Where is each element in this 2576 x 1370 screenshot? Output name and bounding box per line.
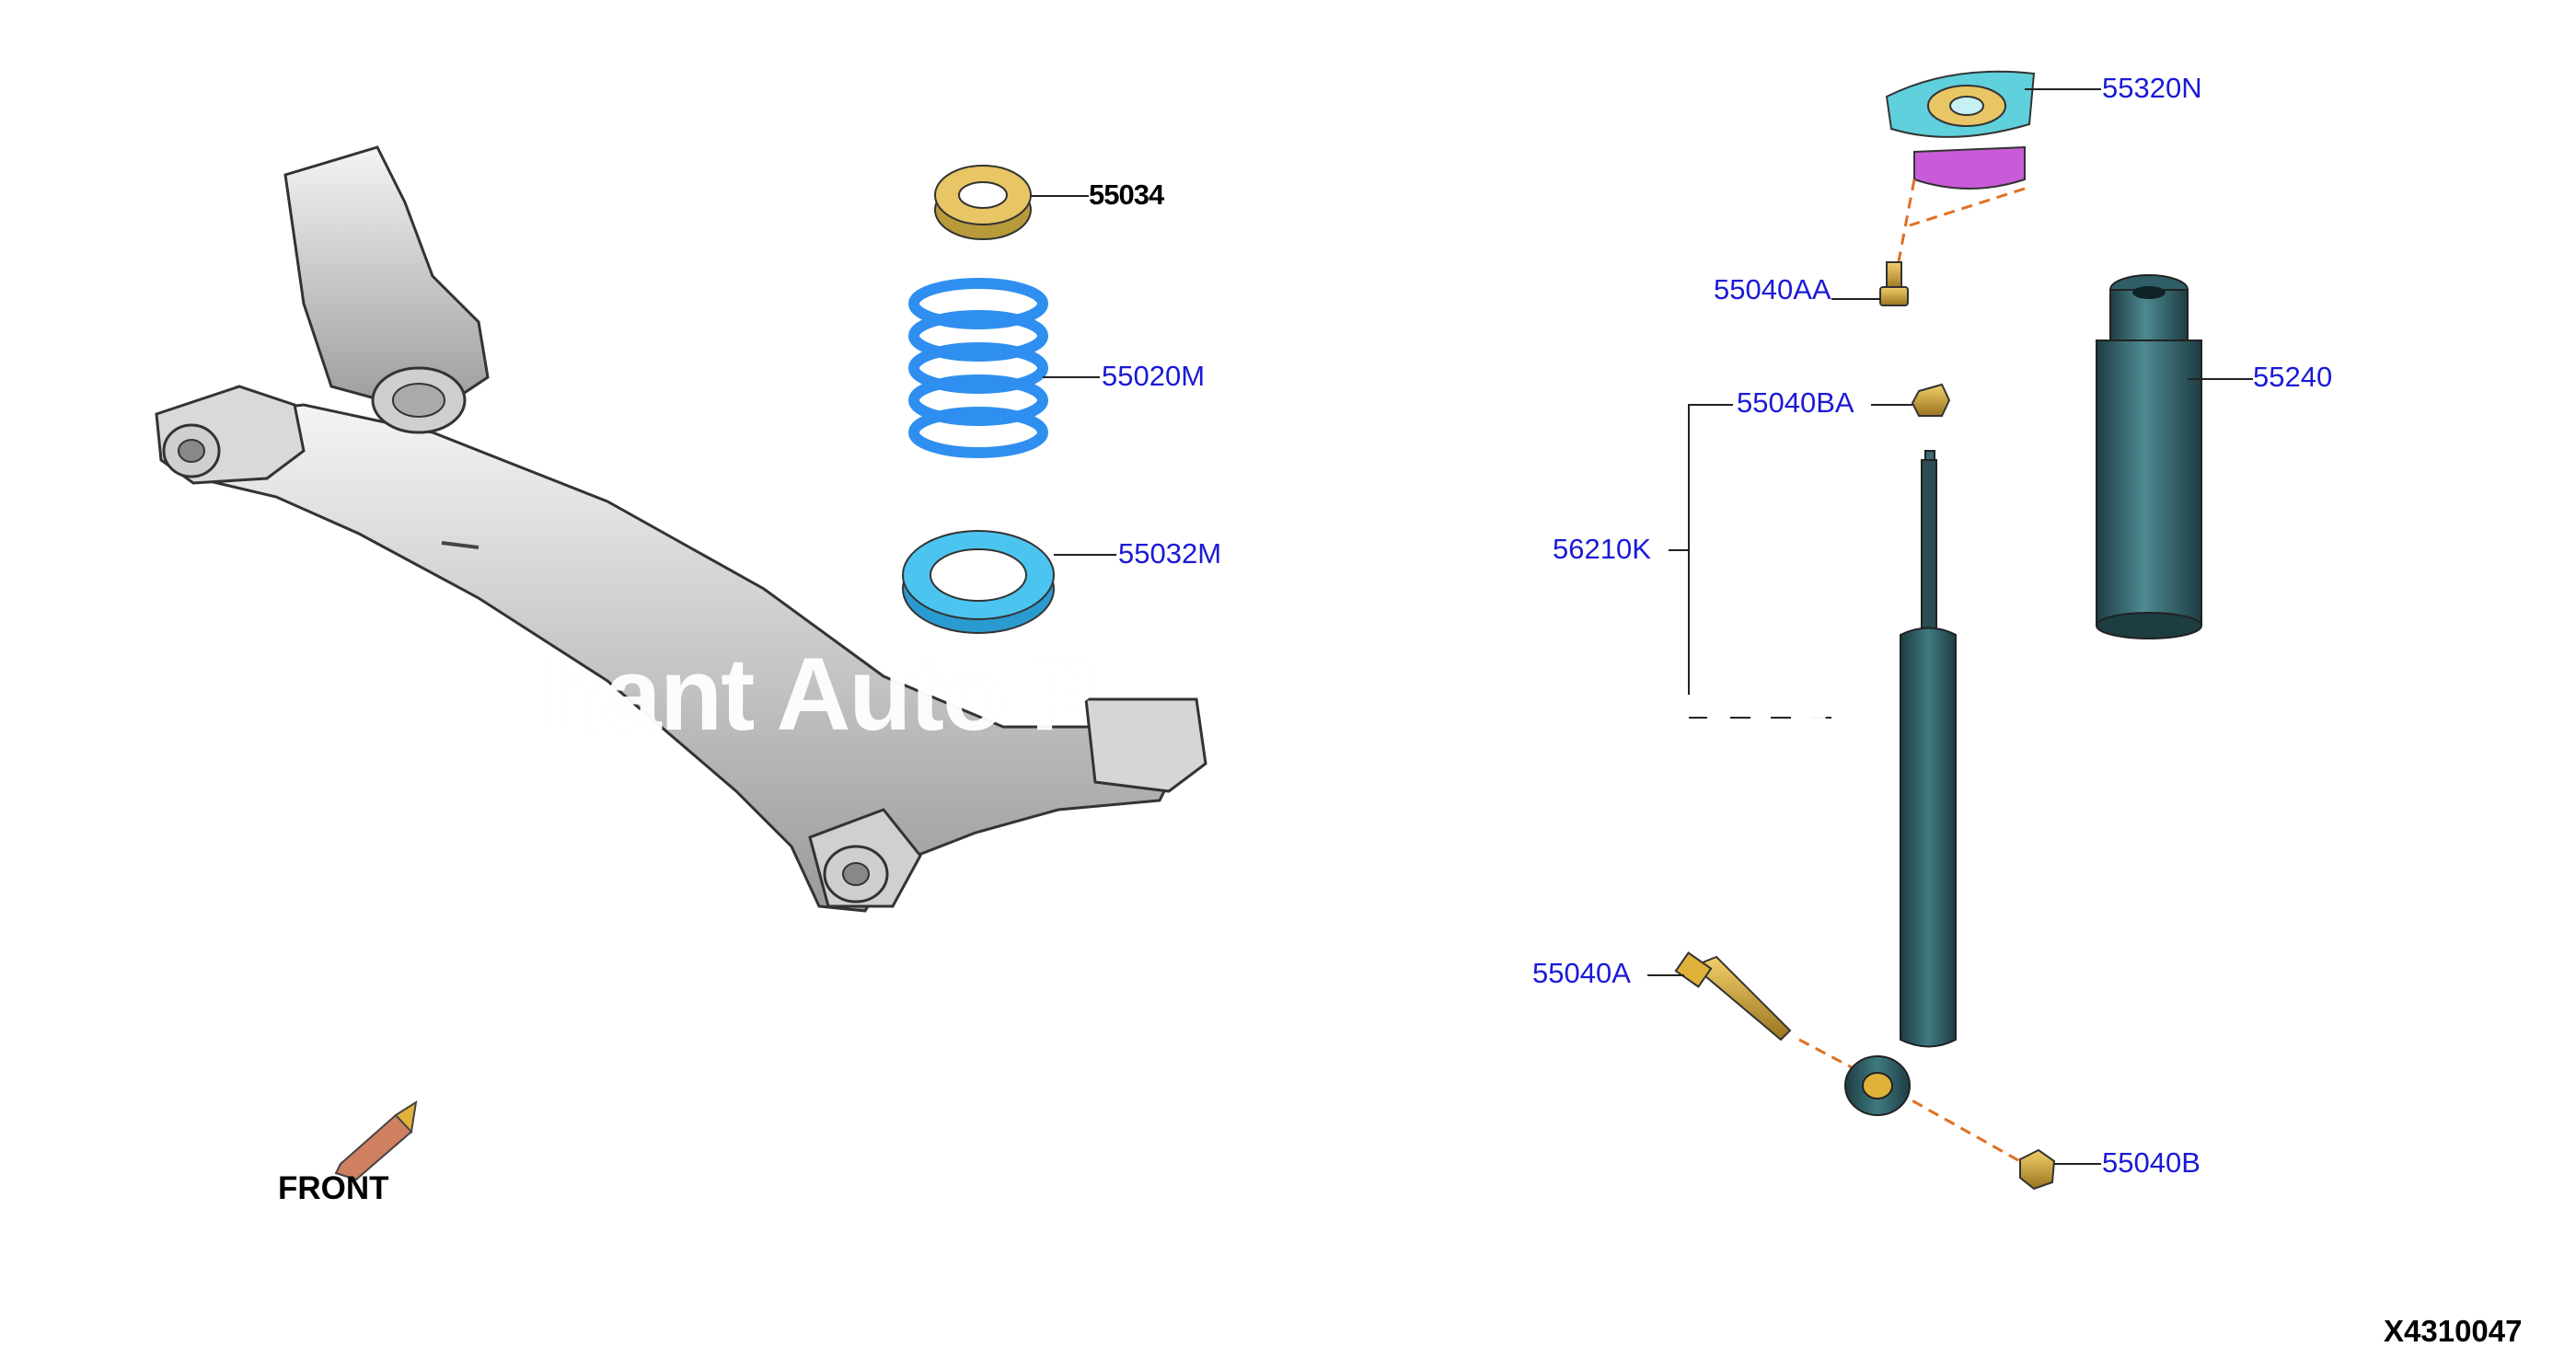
nut-55040BA bbox=[1911, 383, 1951, 417]
spring-pad-55034 bbox=[934, 165, 1032, 240]
nut-55040AA bbox=[1879, 261, 1909, 306]
watermark: hant Auto P bbox=[543, 637, 1099, 752]
spring-seat-55032M bbox=[902, 530, 1055, 634]
label-55020M[interactable]: 55020M bbox=[1102, 360, 1206, 392]
label-55320N[interactable]: 55320N bbox=[2102, 72, 2202, 104]
dust-boot-55240 bbox=[2096, 274, 2202, 639]
front-arrow-icon bbox=[334, 1099, 418, 1181]
label-56210K[interactable]: 56210K bbox=[1553, 533, 1651, 565]
label-55040A[interactable]: 55040A bbox=[1532, 957, 1631, 989]
strut-mount-55320N bbox=[1885, 70, 2036, 190]
label-55040AA[interactable]: 55040AA bbox=[1714, 273, 1831, 305]
label-55040BA[interactable]: 55040BA bbox=[1737, 386, 1854, 419]
label-55034[interactable]: 55034 bbox=[1089, 178, 1164, 211]
diagram-id: X4310047 bbox=[2384, 1314, 2523, 1348]
nut-55040B bbox=[2019, 1148, 2056, 1191]
rear-axle-beam bbox=[155, 145, 1207, 913]
shock-absorber-56210K bbox=[1844, 450, 1957, 1116]
watermark-tail: R bbox=[1804, 637, 1878, 752]
label-55240[interactable]: 55240 bbox=[2253, 361, 2333, 393]
bolt-55040A bbox=[1674, 951, 1792, 1042]
label-55040B[interactable]: 55040B bbox=[2102, 1146, 2201, 1179]
front-label: FRONT bbox=[278, 1170, 389, 1206]
label-55032M[interactable]: 55032M bbox=[1118, 537, 1222, 570]
leader-lines bbox=[1031, 88, 2253, 1165]
alignment-dashes bbox=[1798, 178, 2026, 1166]
coil-spring-55020M bbox=[908, 278, 1048, 458]
